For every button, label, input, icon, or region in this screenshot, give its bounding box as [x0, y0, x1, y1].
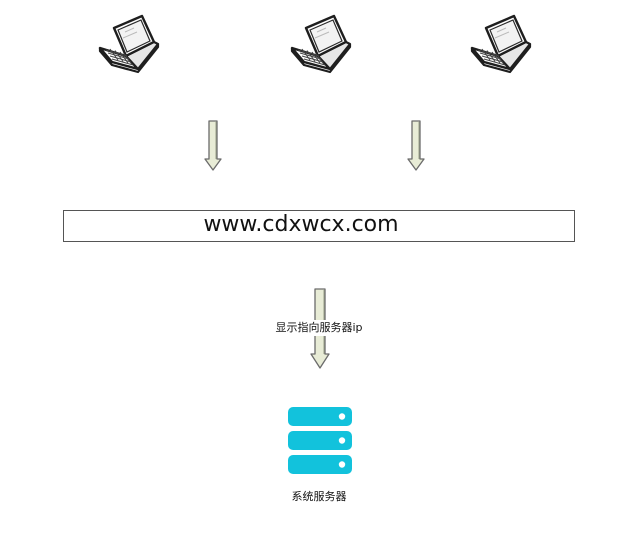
down-arrow-icon — [407, 120, 425, 172]
server-stack-icon — [288, 407, 352, 474]
server-label: 系统服务器 — [291, 490, 347, 503]
laptop-icon — [96, 14, 160, 76]
domain-name: www.cdxwcx.com — [203, 212, 399, 237]
domain-box — [63, 210, 575, 242]
laptop-icon — [468, 14, 532, 76]
down-arrow-icon — [204, 120, 222, 172]
laptop-icon — [288, 14, 352, 76]
dns-resolution-label: 显示指向服务器ip — [250, 320, 388, 336]
